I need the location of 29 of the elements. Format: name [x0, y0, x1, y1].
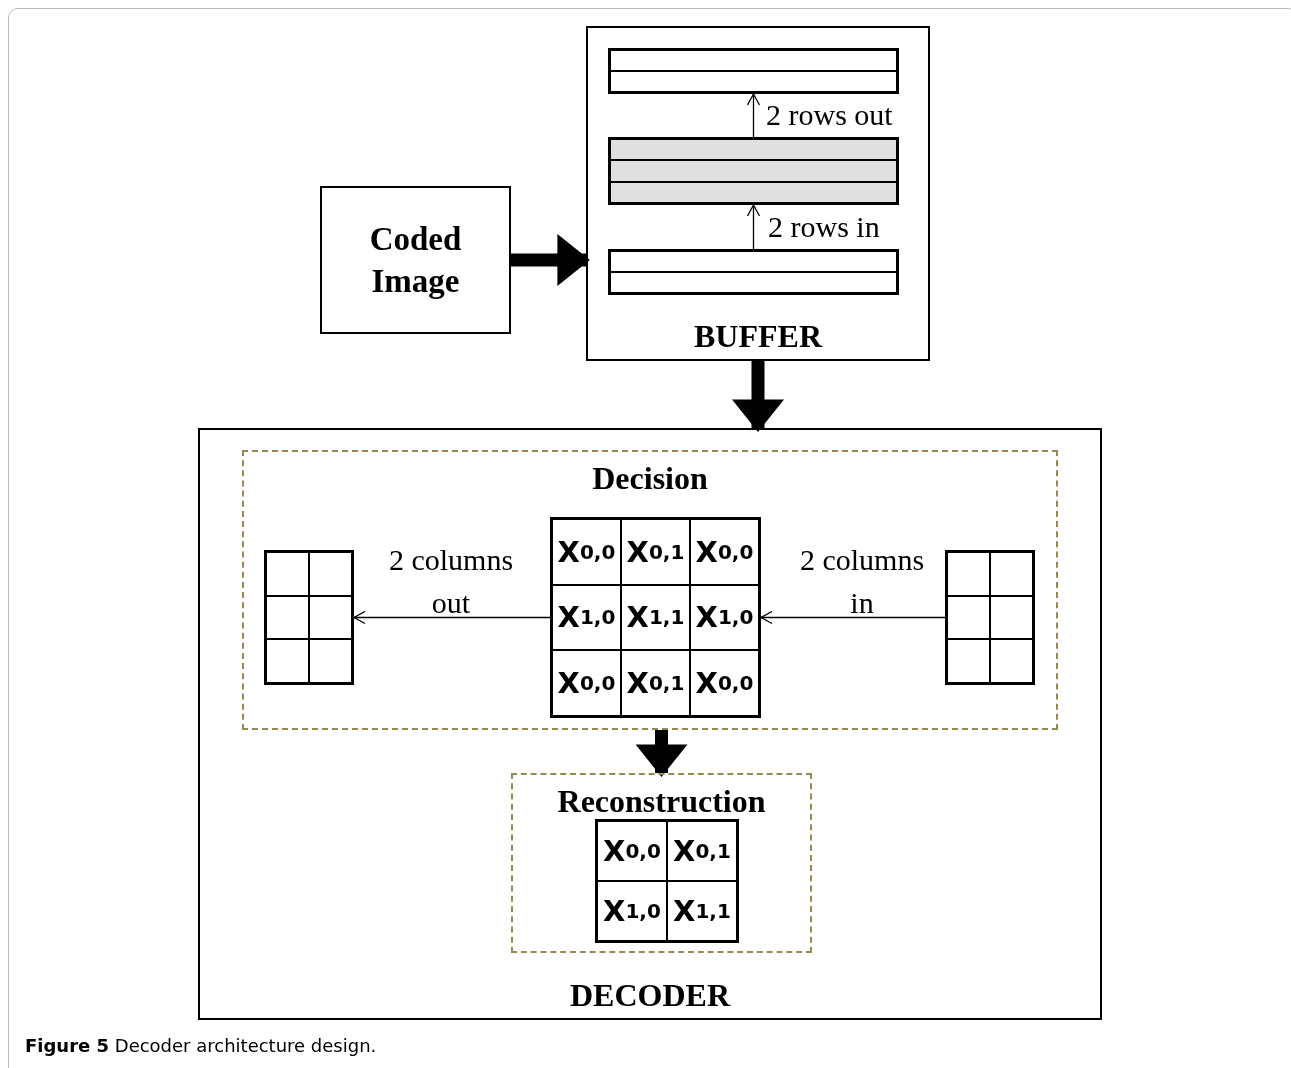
process-box	[320, 186, 511, 334]
matrix-grid	[595, 819, 739, 943]
dashed-region	[511, 773, 812, 953]
block-arrow	[635, 730, 688, 777]
arrow	[746, 93, 761, 138]
decoder-box	[198, 428, 1102, 1020]
arrow	[746, 204, 761, 250]
block-arrow	[732, 361, 784, 432]
figure-caption: Figure 5 Decoder architecture design.	[25, 1035, 377, 1056]
edge-label: 2 rows in	[768, 210, 880, 244]
row-strip	[608, 249, 899, 295]
edge-label: 2 rows out	[766, 98, 893, 132]
arrow	[353, 610, 551, 625]
matrix-grid	[264, 550, 354, 685]
matrix-grid	[945, 550, 1035, 685]
matrix-grid	[550, 517, 761, 718]
arrow	[760, 610, 946, 625]
buffer-box	[586, 26, 930, 361]
group-title: Decision	[592, 460, 708, 497]
edge-label: 2 columns out	[387, 542, 515, 621]
group-title: DECODER	[570, 977, 730, 1014]
group-title: Reconstruction	[557, 783, 766, 820]
dashed-region	[242, 450, 1058, 730]
row-strip	[608, 48, 899, 94]
block-arrow	[511, 234, 590, 286]
box-label: Coded Image	[368, 220, 463, 301]
row-strip	[608, 137, 899, 205]
edge-label: 2 columns in	[798, 542, 926, 621]
group-title: BUFFER	[694, 318, 822, 355]
